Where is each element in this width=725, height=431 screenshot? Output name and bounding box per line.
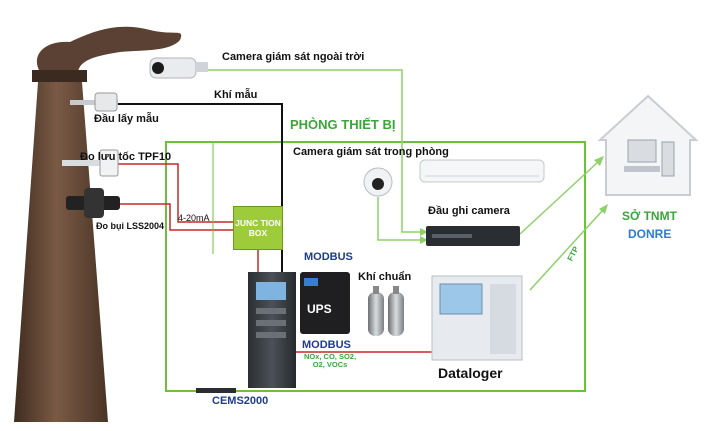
junction-box: JUNC TION BOX xyxy=(233,206,283,250)
agency-house-icon xyxy=(597,94,699,196)
gas-bottles-icon xyxy=(368,286,404,336)
datalogger-label: Dataloger xyxy=(438,365,503,381)
modbus-label-2: MODBUS xyxy=(302,339,351,351)
equipment-room xyxy=(165,141,586,392)
camera-outdoor-label: Camera giám sát ngoài trời xyxy=(222,51,365,63)
cems-cabinet-icon xyxy=(248,272,296,388)
ups-label: UPS xyxy=(307,302,332,316)
ups-icon xyxy=(300,272,350,334)
network-lines xyxy=(205,69,604,291)
network-arrows xyxy=(420,156,608,244)
chimney xyxy=(14,70,108,422)
cems-base xyxy=(196,388,236,393)
cal-gas-label: Khí chuẩn xyxy=(358,271,412,283)
current-label: 4-20mA xyxy=(178,213,210,223)
datalogger-icon xyxy=(431,275,523,361)
air-conditioner-icon xyxy=(419,159,545,183)
nvr-icon xyxy=(426,226,520,246)
flow-meter-label: Đo lưu tốc TPF10 xyxy=(80,151,172,163)
gases-label: NOx, CO, SO2, O2, VOCs xyxy=(303,352,357,369)
probe-icon xyxy=(70,92,118,112)
smoke xyxy=(36,26,182,72)
cems-label: CEMS2000 xyxy=(212,395,269,407)
modbus-label-1: MODBUS xyxy=(304,251,353,263)
outdoor-camera-icon xyxy=(149,57,208,79)
probe-label: Đầu lấy mẫu xyxy=(94,113,159,125)
room-title: PHÒNG THIẾT BỊ xyxy=(290,117,396,132)
signal-lines xyxy=(118,163,432,353)
agency-label: SỞ TNMT xyxy=(622,209,677,223)
dust-meter-icon xyxy=(66,188,120,218)
camera-indoor-label: Camera giám sát trong phòng xyxy=(293,146,449,158)
nvr-label: Đầu ghi camera xyxy=(428,205,510,217)
dust-meter-label: Đo bụi LSS2004 xyxy=(96,221,165,231)
agency-en-label: DONRE xyxy=(628,227,672,241)
indoor-camera-icon xyxy=(363,167,393,197)
sample-gas-label: Khí mẫu xyxy=(214,89,258,101)
flow-meter-icon xyxy=(62,149,119,177)
